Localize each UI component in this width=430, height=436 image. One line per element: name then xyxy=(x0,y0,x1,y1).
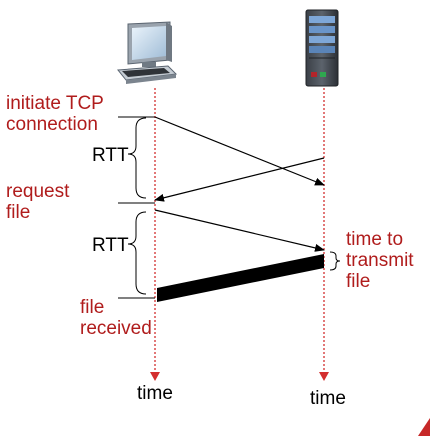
client-timeline-arrowhead xyxy=(150,372,160,381)
request-file-label: request file xyxy=(6,181,70,223)
server-tower-icon xyxy=(305,9,339,87)
file-received-label: file received xyxy=(80,297,152,339)
rtt-1-brace xyxy=(127,117,147,199)
rtt-1-label: RTT xyxy=(92,145,129,166)
syn-arrow xyxy=(154,116,325,186)
initiate-tcp-label: initiate TCP connection xyxy=(6,93,104,135)
synack-arrow xyxy=(154,157,325,202)
request-arrow xyxy=(154,209,325,252)
time-to-transmit-label: time to transmit file xyxy=(346,229,414,292)
corner-mark xyxy=(418,418,430,436)
desktop-computer-icon xyxy=(117,21,178,84)
server-timeline-arrowhead xyxy=(319,372,329,381)
client-time-label: time xyxy=(137,383,173,404)
rtt-2-brace xyxy=(127,211,147,295)
transmit-time-brace xyxy=(329,251,341,271)
rtt-2-label: RTT xyxy=(92,235,129,256)
server-time-label: time xyxy=(310,388,346,409)
file-transfer-bar xyxy=(157,254,324,302)
